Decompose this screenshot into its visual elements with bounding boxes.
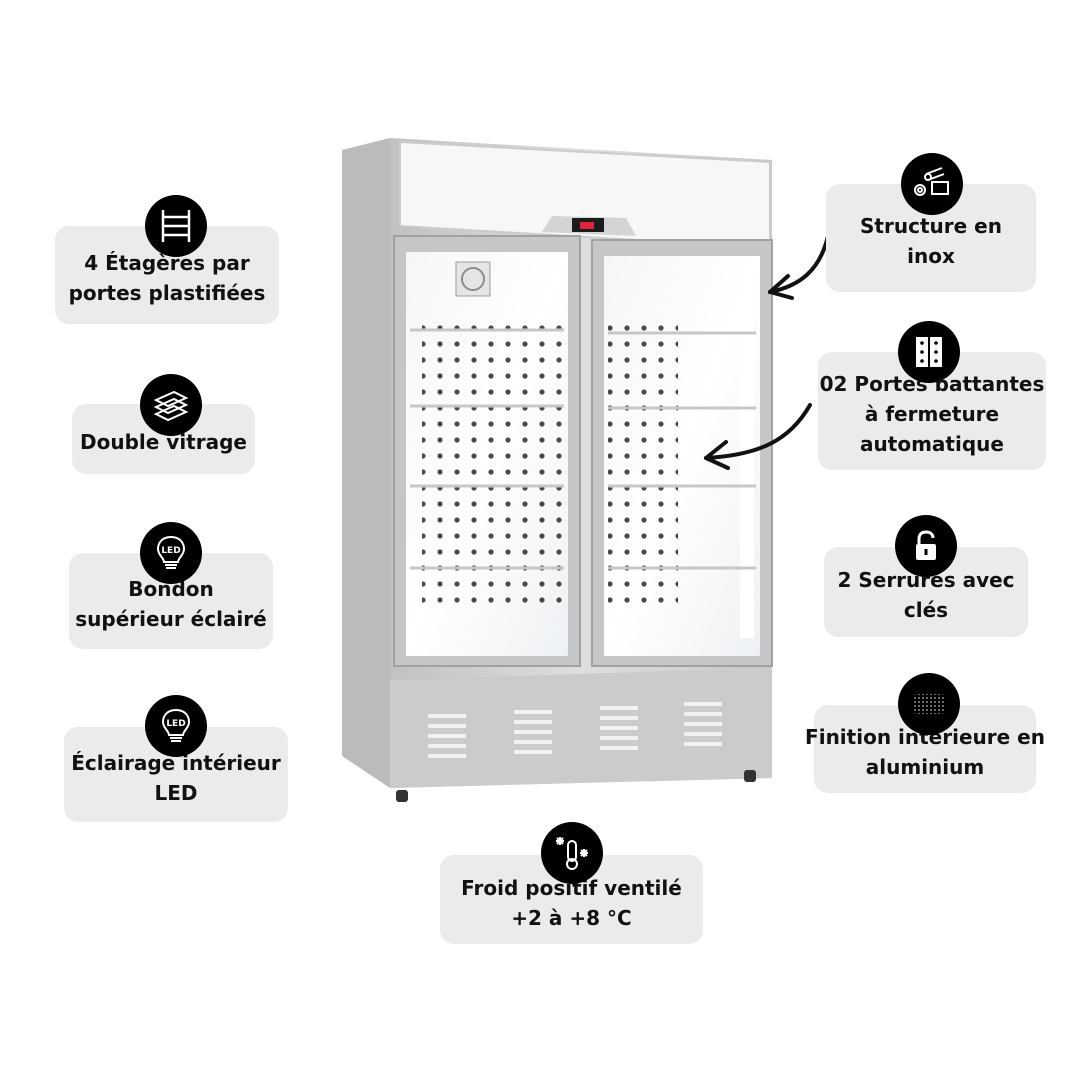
hinge-icon bbox=[898, 321, 960, 383]
svg-text:LED: LED bbox=[166, 719, 185, 729]
led-bulb-icon: LED bbox=[140, 522, 202, 584]
led-bulb-icon: LED bbox=[145, 695, 207, 757]
feature-shelves-line2: portes plastifiées bbox=[68, 281, 266, 305]
feature-lighting-line2: LED bbox=[154, 780, 198, 805]
refrigerator-illustration bbox=[342, 138, 773, 802]
layers-icon bbox=[140, 374, 202, 436]
shelving-icon bbox=[145, 195, 207, 257]
feature-doors-line3: automatique bbox=[860, 432, 1004, 456]
feature-cooling-line2: +2 à +8 °C bbox=[511, 905, 632, 930]
feature-doors-line2: à fermeture bbox=[864, 402, 1000, 426]
padlock-icon bbox=[895, 515, 957, 577]
feature-structure-line1: Structure en bbox=[860, 214, 1002, 238]
mesh-texture-icon bbox=[898, 673, 960, 735]
feature-finish-line2: aluminium bbox=[865, 755, 985, 779]
feature-canopy-line2: supérieur éclairé bbox=[75, 607, 267, 631]
thermometer-snowflake-icon bbox=[541, 822, 603, 884]
feature-structure-line2: inox bbox=[907, 244, 955, 268]
feature-locks-line2: clés bbox=[903, 598, 949, 622]
svg-text:LED: LED bbox=[161, 546, 180, 556]
steel-beams-icon bbox=[901, 153, 963, 215]
